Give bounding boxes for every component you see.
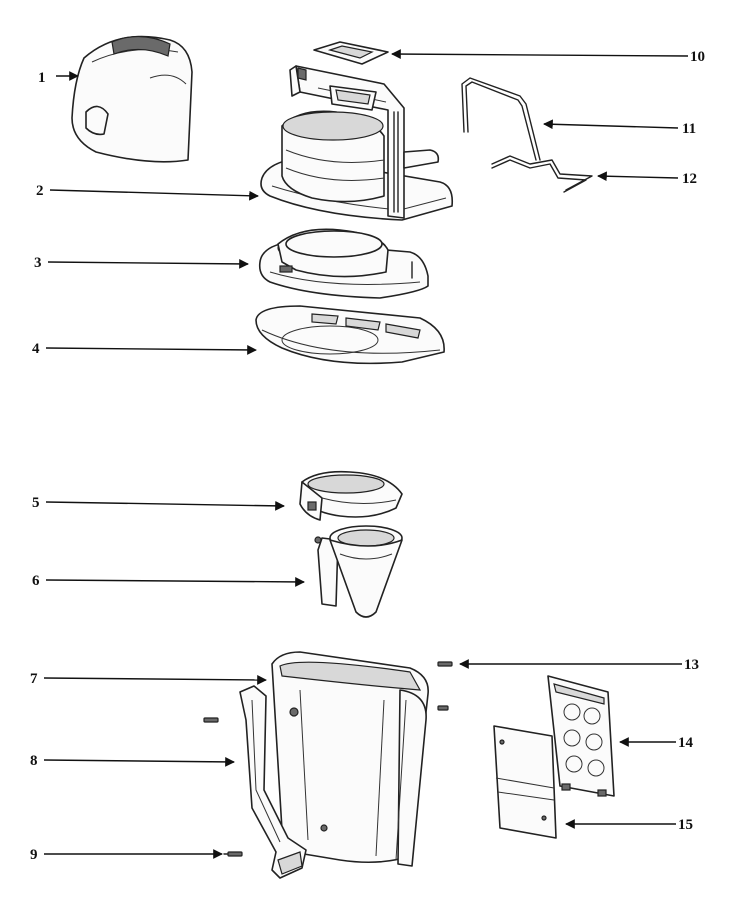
leader-6: [45, 577, 305, 587]
part-13-screw: [437, 661, 453, 667]
part-3-basket-holder: [258, 228, 429, 299]
screw-right: [437, 705, 449, 711]
callout-14: 14: [678, 735, 694, 751]
part-1-top-cover: [71, 35, 193, 163]
callout-8: 8: [30, 753, 38, 769]
part-5-brew-basket-top: [299, 470, 403, 521]
leader-3: [47, 259, 249, 269]
part-2-head-housing: [260, 65, 454, 221]
part-10-top-gasket: [313, 41, 389, 65]
leader-5: [45, 500, 285, 511]
callout-10: 10: [690, 49, 705, 65]
callout-labels: 1 2 3 4 5 6 7 8 9 10 11 12 13 14 15: [30, 49, 705, 863]
callout-1: 1: [38, 70, 46, 86]
part-7-reservoir: [271, 651, 429, 867]
leader-10: [391, 49, 689, 59]
leader-lines: [43, 49, 689, 859]
callout-6: 6: [32, 573, 40, 589]
part-9-screw: [223, 851, 243, 857]
part-15-panel: [493, 725, 557, 839]
leader-4: [45, 345, 257, 355]
callout-5: 5: [32, 495, 40, 511]
callout-15: 15: [678, 817, 693, 833]
callout-13: 13: [684, 657, 699, 673]
part-4-gasket-plate: [255, 305, 445, 365]
screw-left: [203, 717, 219, 723]
leader-12: [597, 171, 679, 182]
callout-12: 12: [682, 171, 697, 187]
part-14-grille-frame: [547, 675, 615, 797]
callout-9: 9: [30, 847, 38, 863]
leader-7: [43, 675, 267, 685]
part-12-wire-clip: [491, 155, 593, 193]
part-8-handle: [239, 685, 307, 879]
leader-8: [43, 757, 235, 767]
callout-2: 2: [36, 183, 44, 199]
callout-4: 4: [32, 341, 40, 357]
part-11-wire-handle: [461, 77, 541, 161]
callout-3: 3: [34, 255, 42, 271]
callout-11: 11: [682, 121, 696, 137]
leader-11: [543, 119, 679, 130]
part-6-cone-filter: [314, 525, 403, 618]
leader-2: [49, 189, 259, 201]
callout-7: 7: [30, 671, 38, 687]
